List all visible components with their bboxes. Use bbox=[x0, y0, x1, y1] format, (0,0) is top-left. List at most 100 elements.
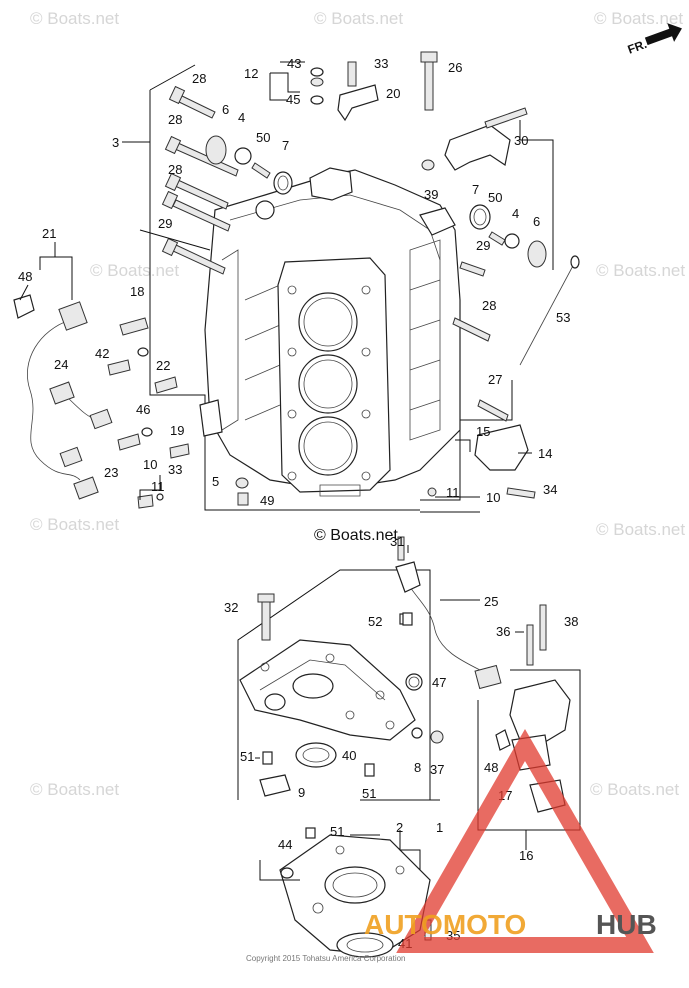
bracket bbox=[199, 399, 223, 437]
bolt-hole bbox=[312, 902, 324, 914]
oil-seal-inner bbox=[346, 937, 384, 953]
callout-1: 1 bbox=[436, 820, 443, 835]
callout-10: 10 bbox=[143, 457, 157, 472]
group-bracket bbox=[237, 569, 431, 801]
watermark: © Boats.net bbox=[594, 9, 683, 28]
callout-43: 43 bbox=[287, 56, 301, 71]
bolt bbox=[539, 604, 547, 651]
leader-line bbox=[39, 242, 56, 270]
plug bbox=[430, 730, 444, 744]
bolt-head bbox=[168, 85, 186, 105]
bolt bbox=[169, 443, 190, 459]
gasket bbox=[259, 774, 291, 797]
plug bbox=[427, 487, 437, 497]
bolt bbox=[424, 59, 434, 111]
oil-seal bbox=[336, 932, 394, 958]
bearing-cap bbox=[444, 124, 511, 171]
callout-48: 48 bbox=[484, 760, 498, 775]
center-copyright-mark: © Boats.net bbox=[314, 527, 398, 544]
bolt-hole bbox=[361, 285, 371, 295]
callout-31: 31 bbox=[390, 534, 404, 549]
block-boss bbox=[309, 167, 353, 201]
callout-2: 2 bbox=[396, 820, 403, 835]
callout-7: 7 bbox=[282, 138, 289, 153]
bolt-head bbox=[257, 593, 275, 603]
callout-5: 5 bbox=[212, 474, 219, 489]
bolt-head bbox=[164, 172, 182, 192]
bolt bbox=[526, 624, 534, 666]
callout-28: 28 bbox=[482, 298, 496, 313]
dowel-pin bbox=[305, 827, 316, 839]
callout-46: 46 bbox=[136, 402, 150, 417]
callout-11: 11 bbox=[446, 485, 460, 500]
watermark: © Boats.net bbox=[314, 9, 403, 28]
callout-16: 16 bbox=[519, 848, 533, 863]
copyright-notice: Copyright 2015 Tohatsu America Corporati… bbox=[246, 954, 406, 963]
sensor bbox=[107, 359, 131, 376]
bolt-hole bbox=[287, 285, 297, 295]
leader-line bbox=[269, 73, 288, 101]
valve-body bbox=[509, 679, 571, 746]
callout-9: 9 bbox=[298, 785, 305, 800]
bolt-hole bbox=[385, 720, 395, 730]
logo-text-dark: HUB bbox=[596, 909, 657, 940]
connector bbox=[474, 664, 502, 690]
block-boss bbox=[419, 207, 456, 236]
o-ring-inner bbox=[408, 676, 420, 688]
callout-45: 45 bbox=[286, 92, 300, 107]
callout-20: 20 bbox=[386, 86, 400, 101]
block-port bbox=[255, 200, 275, 220]
block-side-face bbox=[409, 239, 441, 441]
bolt-head bbox=[161, 237, 179, 257]
collar bbox=[402, 612, 413, 626]
bolt-head bbox=[161, 190, 179, 210]
callout-3: 3 bbox=[112, 135, 119, 150]
watermark: © Boats.net bbox=[90, 261, 179, 280]
leader-line bbox=[55, 256, 73, 300]
bolt-head bbox=[420, 51, 438, 63]
block-ribs bbox=[244, 284, 281, 421]
o-ring-inner bbox=[473, 208, 487, 226]
housing-bore-inner bbox=[332, 872, 378, 898]
group-bracket bbox=[149, 90, 420, 511]
callout-7: 7 bbox=[472, 182, 479, 197]
callout-50: 50 bbox=[488, 190, 502, 205]
cylinder-bore bbox=[298, 416, 358, 476]
sensor bbox=[119, 317, 149, 336]
harness-wire bbox=[27, 319, 81, 481]
callout-8: 8 bbox=[414, 760, 421, 775]
collar bbox=[235, 477, 249, 489]
callout-42: 42 bbox=[95, 346, 109, 361]
o-ring bbox=[469, 204, 491, 230]
callout-33: 33 bbox=[168, 462, 182, 477]
callout-18: 18 bbox=[130, 284, 144, 299]
bolt bbox=[176, 94, 216, 119]
bolt-hole bbox=[287, 471, 297, 481]
connector bbox=[58, 301, 88, 331]
watermark: © Boats.net bbox=[30, 780, 119, 799]
cover-edge bbox=[259, 659, 386, 701]
oil-seal-inner bbox=[302, 747, 330, 763]
bolt-hole bbox=[335, 845, 345, 855]
o-ring-inner bbox=[277, 175, 289, 191]
dipstick bbox=[519, 261, 576, 366]
upper-fasteners bbox=[161, 51, 580, 506]
callout-34: 34 bbox=[543, 482, 557, 497]
wiring-harness-assembly bbox=[13, 294, 223, 509]
connector bbox=[89, 408, 113, 430]
bolt-head bbox=[164, 135, 182, 155]
washer bbox=[137, 347, 149, 357]
callout-28: 28 bbox=[168, 112, 182, 127]
oil-seal bbox=[295, 742, 337, 768]
o-ring bbox=[405, 673, 423, 691]
callout-38: 38 bbox=[564, 614, 578, 629]
cover-opening bbox=[264, 693, 286, 711]
logo-text-orange: AUTOMOTO bbox=[364, 909, 526, 940]
bolt bbox=[459, 261, 486, 277]
leader-line bbox=[399, 830, 421, 870]
callout-44: 44 bbox=[278, 837, 292, 852]
collar bbox=[421, 159, 435, 171]
bolt-hole bbox=[361, 409, 371, 419]
cylinder-bore-inner bbox=[303, 359, 353, 409]
callout-51: 51 bbox=[330, 824, 344, 839]
